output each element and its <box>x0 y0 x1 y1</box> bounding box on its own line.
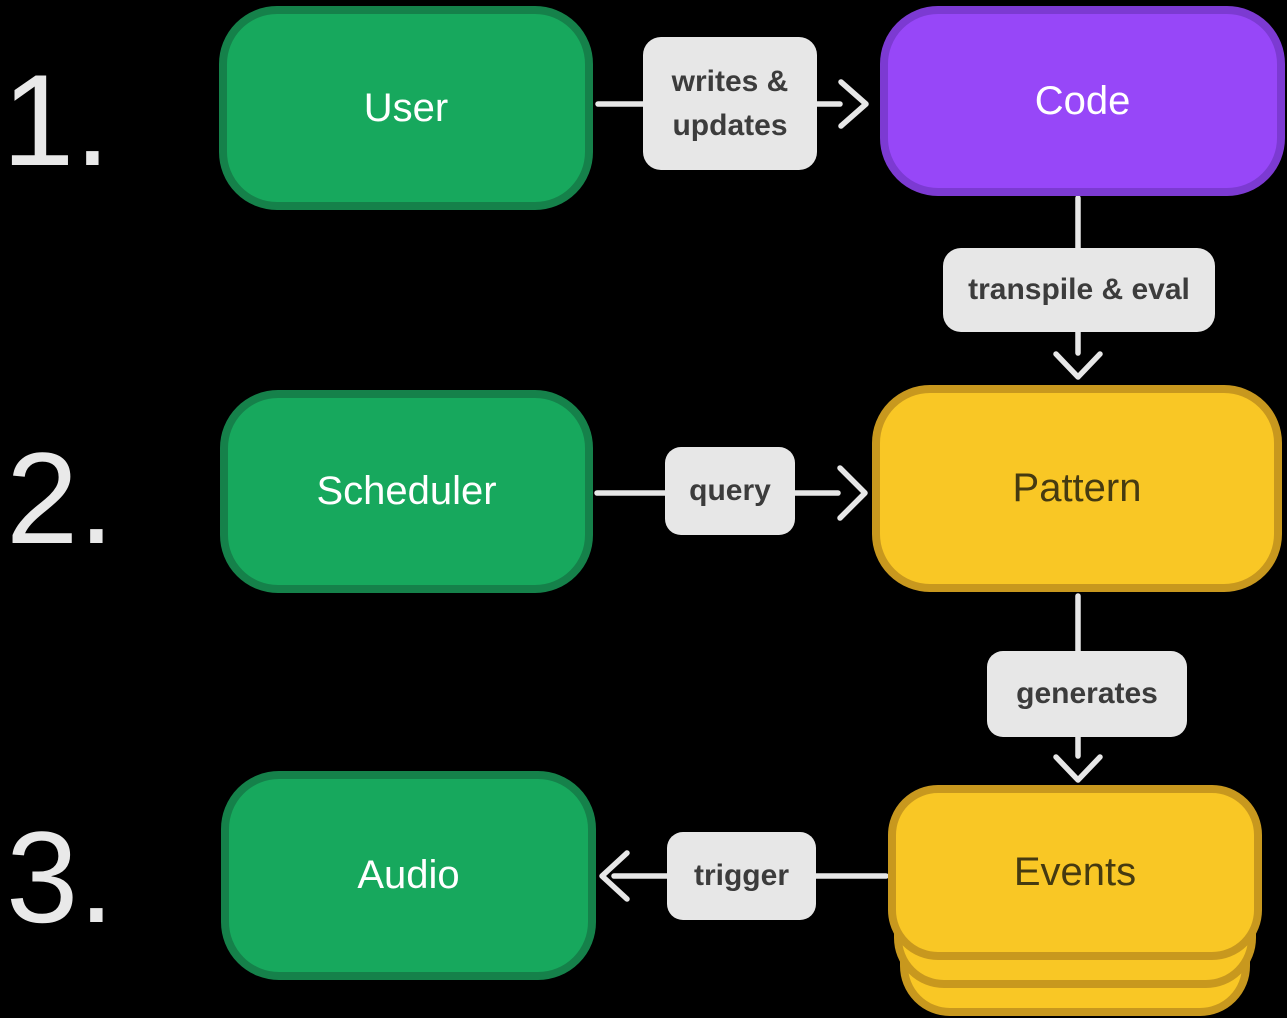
node-code-label: Code <box>1034 78 1131 123</box>
node-user: User <box>219 6 593 210</box>
edge-label-query: query <box>665 447 795 535</box>
edge-label-writes-updates: writes & updates <box>643 37 817 170</box>
node-user-label: User <box>363 85 449 130</box>
step-number-2: 2. <box>6 425 115 571</box>
node-events: Events <box>888 785 1262 960</box>
node-audio: Audio <box>221 771 596 980</box>
node-code: Code <box>880 6 1285 196</box>
edge-label-transpile-eval: transpile & eval <box>943 248 1215 332</box>
edge-label-generates: generates <box>987 651 1187 737</box>
node-scheduler-label: Scheduler <box>316 469 497 513</box>
node-pattern-label: Pattern <box>1012 466 1142 510</box>
step-number-3: 3. <box>6 804 115 950</box>
node-pattern: Pattern <box>872 385 1282 592</box>
node-events-label: Events <box>1013 850 1137 894</box>
node-events-stack: Events <box>888 785 1262 1016</box>
edge-label-trigger: trigger <box>667 832 816 920</box>
node-scheduler: Scheduler <box>220 390 593 593</box>
step-number-1: 1. <box>2 47 111 193</box>
node-audio-label: Audio <box>357 853 460 897</box>
